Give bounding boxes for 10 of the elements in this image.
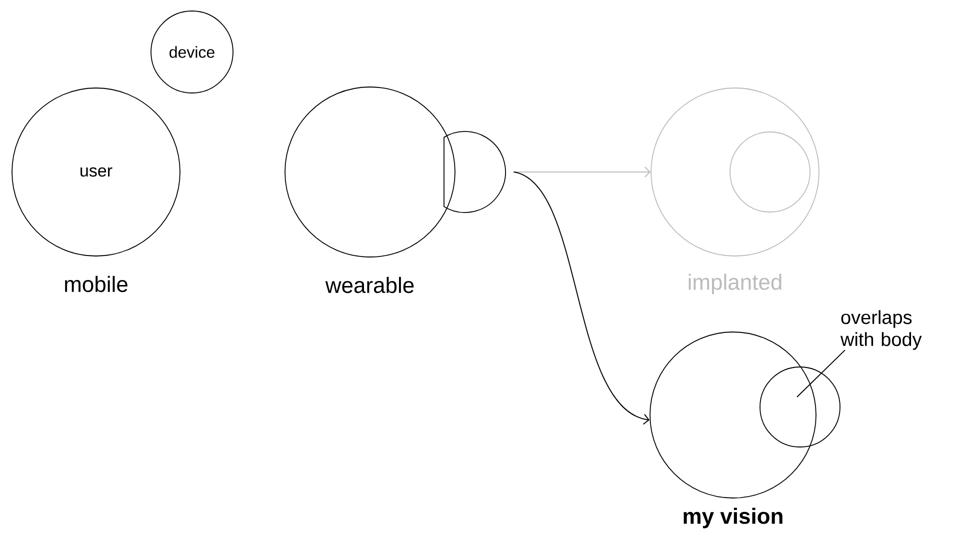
arrow [513,172,650,425]
circle-caption: my vision [684,508,782,528]
circle-caption: mobile [65,276,128,292]
note-text: overlaps with body [840,310,922,350]
circle [760,366,840,448]
leader-line [796,350,846,398]
arrow [513,166,651,178]
circle-caption: wearable [325,276,414,294]
circle-caption: implanted [688,274,782,294]
circle [730,132,810,212]
